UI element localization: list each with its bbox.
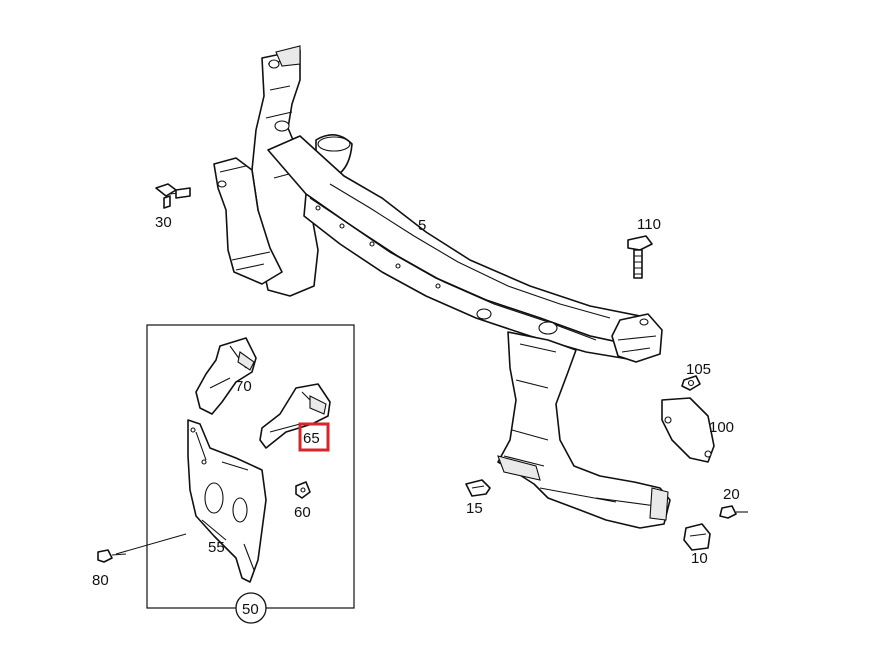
bracket-65[interactable] [259,383,331,449]
highlight-box-65 [298,422,330,452]
clip-15[interactable] [465,479,491,497]
callout-50[interactable]: 50 [242,601,259,618]
callout-70: 70 [235,378,252,395]
kit-circle-50 [235,592,267,624]
callout-65[interactable]: 65 [303,430,320,447]
screw-20[interactable] [719,505,748,519]
callout-55: 55 [208,539,225,556]
callout-30: 30 [155,214,172,231]
callout-80: 80 [92,572,109,589]
callout-100: 100 [709,419,734,436]
bolt-30[interactable] [155,183,191,209]
callout-5: 5 [418,217,426,234]
plate-55[interactable] [187,419,267,583]
callout-15: 15 [466,500,483,517]
callout-10: 10 [691,550,708,567]
nut-105[interactable] [681,375,701,391]
callout-60: 60 [294,504,311,521]
nut-60[interactable] [295,481,311,499]
front-carrier-frame[interactable] [213,45,671,529]
clip-nut-10[interactable] [683,523,711,551]
callout-20: 20 [723,486,740,503]
cover-100[interactable] [661,397,715,463]
callout-110: 110 [637,216,661,233]
bolt-80[interactable] [97,549,127,563]
leader-80-55 [115,533,187,555]
bolt-110[interactable] [627,235,653,279]
bracket-70[interactable] [195,337,257,415]
callout-105: 105 [686,361,711,378]
